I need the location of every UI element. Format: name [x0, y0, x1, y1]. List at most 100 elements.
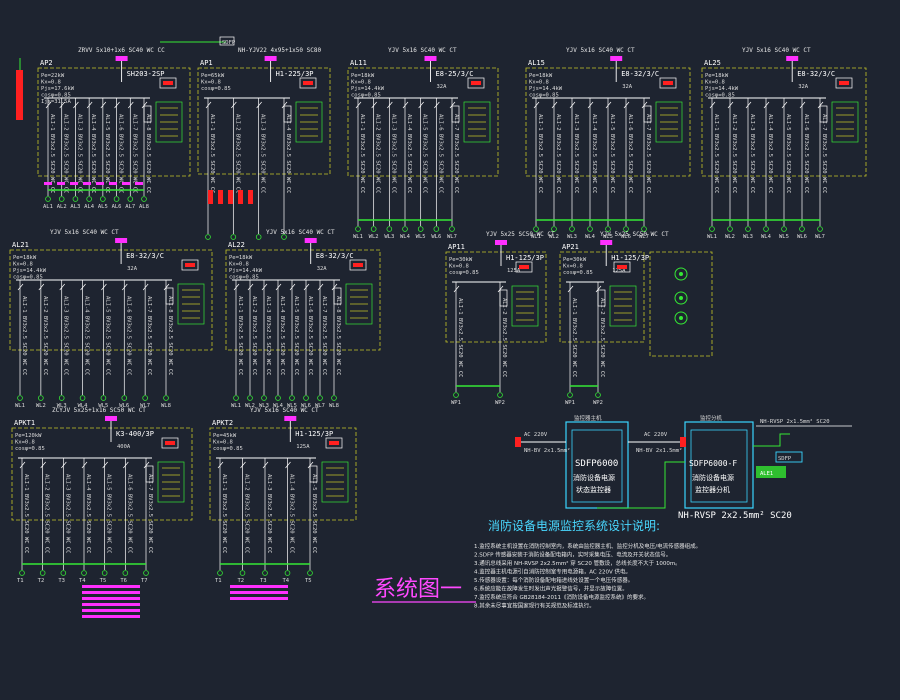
terminal-marker — [745, 226, 751, 232]
branch-breaker-symbol — [605, 101, 612, 109]
circuit-id: WL8 — [329, 403, 339, 409]
feed-cable-label: YJV 5x16 SC40 WC CT — [742, 47, 811, 54]
main-breaker-label: H1-125/3P — [506, 254, 544, 262]
feed-tag — [600, 240, 613, 245]
branch-breaker-symbol — [256, 101, 262, 109]
circuit-id: WL6 — [431, 234, 441, 240]
terminal-marker — [239, 570, 246, 576]
terminal-marker — [19, 570, 25, 576]
sub-desc-2: 监控器分机 — [695, 485, 730, 494]
feed-cable-label: YJV 5x25 SC50 WC CT — [486, 231, 555, 238]
branch-breaker-symbol — [81, 461, 88, 469]
circuit-id: T1 — [17, 578, 24, 584]
status-box — [659, 77, 677, 89]
branch-cable-label: ALI-1 BV3x2.5 SC20 WC CC — [537, 114, 543, 193]
magenta-circuit-tag — [96, 182, 104, 185]
status-box — [467, 77, 485, 89]
notes-line: 3.通讯总线采用 NH-RVSP 2x2.5mm² 穿 SC20 管敷设，总线长… — [474, 559, 681, 567]
branch-breaker-symbol — [123, 461, 129, 469]
branch-cable-label: ALI-8 BV3x2.5 SC20 WC CC — [167, 296, 173, 375]
circuit-id: AL3 — [70, 204, 80, 210]
feed-cable-label: YJV 5x16 SC40 WC CT — [388, 47, 457, 54]
indicator-lamp-core — [679, 296, 683, 300]
branch-breaker-symbol — [141, 101, 148, 109]
terminal-marker — [727, 226, 733, 232]
panel-param: Pe=45kW — [213, 433, 237, 439]
branch-breaker-symbol — [418, 101, 424, 109]
branch-breaker-symbol — [59, 283, 65, 291]
main-breaker-label: E8-32/3/C — [126, 252, 164, 260]
circuit-id: WL7 — [315, 403, 325, 409]
main-breaker-rating: 400A — [117, 444, 131, 450]
panel-param: Kx=0.8 — [213, 440, 233, 446]
feed-tag — [495, 240, 507, 245]
panel-param: cosφ=0.85 — [13, 275, 43, 281]
branch-cable-label: ALI-1 BV3x2.5 SC20 WC CC — [23, 474, 29, 553]
spd-symbol — [143, 105, 152, 123]
circuit-id: WL7 — [639, 234, 649, 240]
main-breaker-label: H1-125/3P — [295, 430, 333, 438]
panel-label: AL15 — [528, 59, 545, 67]
branch-cable-label: ALI-5 BV3x2.5 SC20 WC CC — [422, 114, 428, 193]
sdfp-tag-text: SDFP — [222, 40, 236, 46]
circuit-id: WL7 — [140, 403, 150, 409]
circuit-id: WL3 — [384, 234, 394, 240]
circuit-id: T4 — [283, 578, 290, 584]
meter-block — [831, 101, 859, 143]
panel-label: AP21 — [562, 243, 579, 251]
magenta-load-bar — [82, 609, 140, 612]
terminal-marker — [100, 196, 106, 202]
terminal-marker — [121, 395, 128, 401]
branch-cable-label: ALI-2 BV3x2.5 SC20 WC CC — [731, 114, 737, 193]
circuit-id: AL1 — [43, 204, 53, 210]
panel-param: Pe=120kW — [15, 433, 42, 439]
meter-block — [463, 101, 491, 143]
branch-cable-label: ALI-5 BV3x2.5 SC20 WC CC — [106, 474, 112, 553]
sub-frame — [684, 421, 754, 509]
branch-cable-label: ALI-1 BV3x2.5 SC20 WC CC — [49, 114, 55, 193]
branch-breaker-symbol — [40, 461, 46, 469]
status-box — [161, 437, 179, 449]
terminal-marker — [289, 395, 295, 401]
notes-line: 1.监控系统主机设置在消防控制室内，系统由监控器主机、监控分机及电压/电流传感器… — [474, 542, 701, 550]
branch-breaker-symbol — [281, 101, 288, 109]
feed-tag — [610, 56, 623, 61]
terminal-marker — [763, 226, 769, 232]
terminal-marker — [497, 392, 503, 398]
circuit-id: WL2 — [245, 403, 255, 409]
circuit-id: T5 — [100, 578, 107, 584]
branch-breaker-symbol — [587, 101, 594, 109]
feed-tag — [115, 56, 128, 61]
circuit-id: WL2 — [549, 234, 559, 240]
branch-cable-label: ALI-2 BV3x2.5 SC20 WC CC — [501, 298, 507, 377]
branch-cable-label: ALI-6 BV3x2.5 SC20 WC CC — [437, 114, 443, 193]
branch-cable-label: ALI-5 BV3x2.5 SC20 WC CC — [104, 296, 110, 375]
sub-model: SDFP6000-F — [689, 459, 737, 468]
design-notes: 消防设备电源监控系统设计说明:1.监控系统主机设置在消防控制室内，系统由监控器主… — [474, 518, 701, 610]
circuit-id: WL7 — [447, 234, 457, 240]
terminal-marker — [281, 234, 287, 240]
panel-param: cosφ=0.85 — [41, 93, 71, 99]
branch-breaker-symbol — [307, 461, 314, 469]
status-box — [325, 437, 343, 449]
circuit-id: WL2 — [725, 234, 735, 240]
terminal-marker — [58, 395, 65, 401]
spd-symbol — [165, 287, 174, 305]
sub-desc-1: 消防设备电源 — [692, 473, 734, 482]
feed-cable-label: YJV 5x16 SC40 WC CT — [566, 47, 635, 54]
terminal-marker — [72, 196, 79, 202]
sensor-label: SDFP — [778, 456, 792, 462]
branch-cable-label: ALI-5 BV3x2.5 SC20 WC CC — [609, 114, 615, 193]
branch-breaker-symbol — [371, 101, 377, 109]
red-device-bar — [16, 70, 23, 120]
branch-cable-label: ALI-2 BV3x2.5 SC20 WC CC — [375, 114, 381, 193]
branch-breaker-symbol — [261, 283, 268, 291]
main-breaker-rating: 32A — [317, 266, 328, 272]
branch-cable-label: ALI-3 BV3x2.5 SC20 WC CC — [390, 114, 396, 193]
branch-cable-label: ALI-2 BV3x2.5 SC20 WC CC — [244, 474, 250, 553]
panel-param: cosφ=0.85 — [563, 270, 593, 276]
